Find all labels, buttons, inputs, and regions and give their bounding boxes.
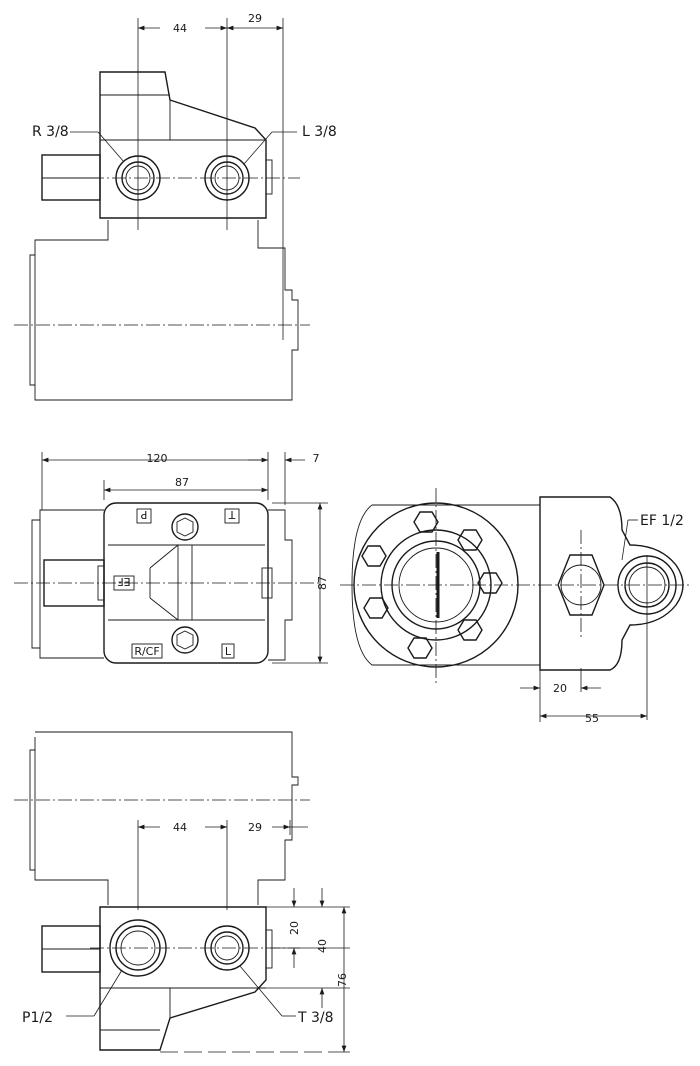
label-r-3-8: R 3/8 — [32, 124, 69, 140]
plug-upper — [171, 513, 199, 541]
bottom-dim-44: 44 — [173, 821, 187, 834]
label-t-3-8: T 3/8 — [297, 1010, 334, 1026]
side-valve-block — [539, 496, 684, 671]
bottom-pump-body — [34, 731, 299, 905]
top-pump-body — [34, 220, 299, 401]
dim-87: 87 — [175, 476, 189, 489]
mark-l: L — [225, 645, 232, 658]
mark-rcf: R/CF — [134, 645, 159, 658]
mark-t: T — [228, 508, 236, 521]
dim-120: 120 — [147, 452, 168, 465]
dim-7: 7 — [313, 452, 320, 465]
dim-40: 40 — [316, 939, 329, 953]
bottom-view: 44 29 20 40 76 P1/2 T 3/8 — [14, 731, 350, 1053]
plug-lower — [171, 626, 199, 654]
front-pump-body — [39, 509, 293, 661]
top-dim-29: 29 — [248, 12, 262, 25]
label-p-1-2: P1/2 — [22, 1010, 53, 1026]
bottom-valve-block — [99, 906, 267, 1051]
flange-bolts — [361, 511, 503, 659]
dim-55: 55 — [585, 712, 599, 725]
front-view: P T EF R/CF L 120 87 7 87 — [14, 452, 329, 664]
side-view: 20 55 EF 1/2 — [340, 488, 690, 725]
side-hex-plug — [557, 554, 605, 616]
top-shaft — [41, 154, 101, 201]
top-dim-44: 44 — [173, 22, 187, 35]
dim-20-bottom: 20 — [288, 921, 301, 935]
mark-p: P — [140, 508, 147, 521]
dim-v-87: 87 — [316, 576, 329, 590]
mark-ef: EF — [117, 575, 130, 588]
dim-20-side: 20 — [553, 682, 567, 695]
top-valve-block — [99, 71, 267, 219]
top-view: 44 29 R 3/8 L 3/8 — [14, 12, 337, 401]
label-l-3-8: L 3/8 — [302, 124, 337, 140]
dim-76: 76 — [336, 973, 349, 987]
label-ef-1-2: EF 1/2 — [640, 513, 684, 529]
bottom-dim-29: 29 — [248, 821, 262, 834]
